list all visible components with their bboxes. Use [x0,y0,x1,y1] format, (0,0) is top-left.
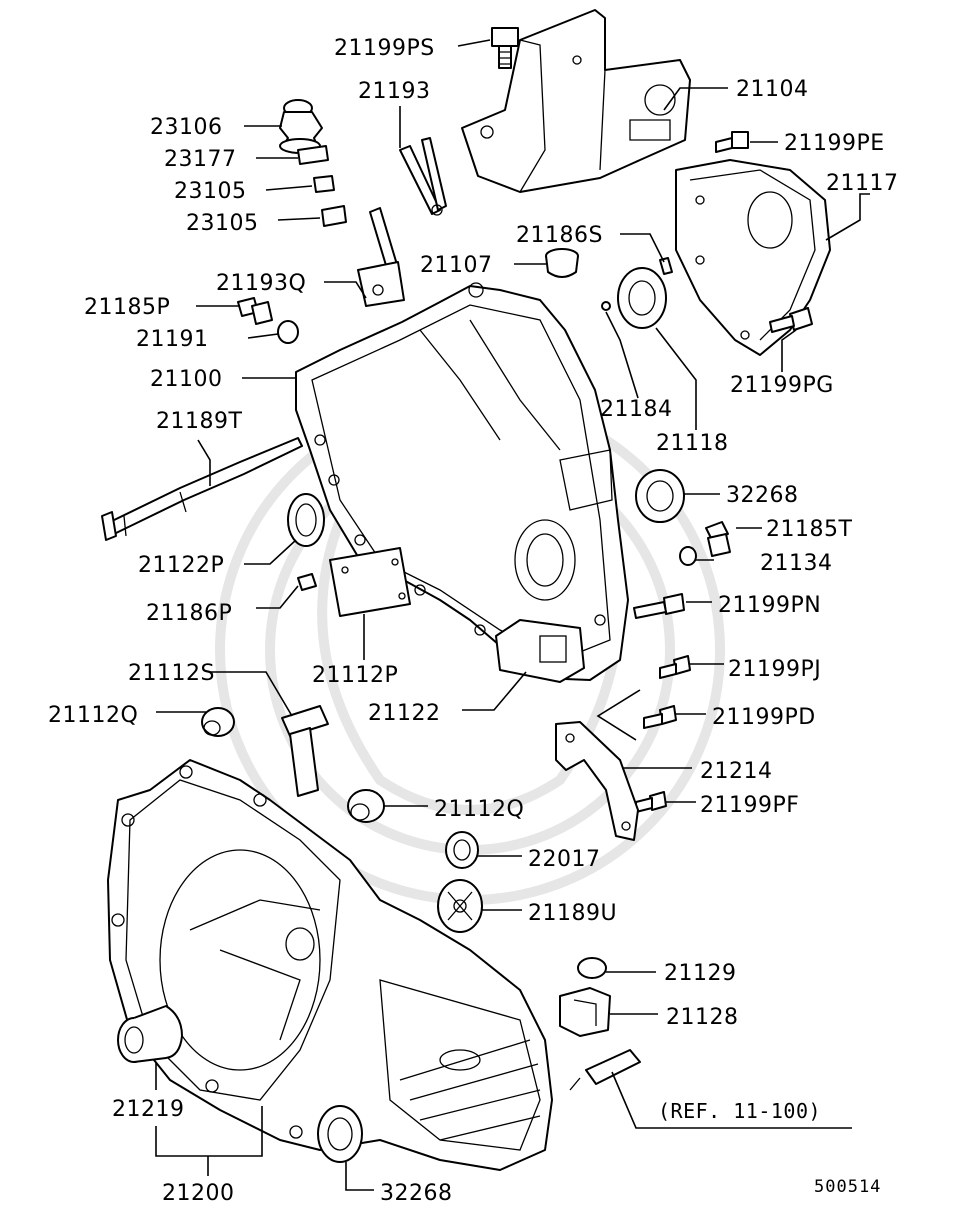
tube-21112S-icon [281,705,329,797]
label-32268-lower: 32268 [380,1181,453,1206]
bracket-21214-icon [555,721,639,841]
bolt-21199PN-icon [633,593,685,619]
seal-21112Q-lower-icon [347,789,385,823]
bolt-21199PG-icon [769,307,813,333]
diagram-number: 500514 [814,1177,881,1197]
cap-21189U-icon [437,879,483,933]
label-21199PF: 21199PF [700,793,799,818]
clip-21128-icon [559,987,611,1037]
pin-21186P-icon [297,573,317,591]
plug-21185P-icon [237,297,273,325]
label-21122: 21122 [368,701,441,726]
label-21200: 21200 [162,1181,235,1206]
plate-21189T-icon [101,437,303,541]
plate-21112P-icon [329,547,411,617]
plug-21185T-icon [705,521,731,557]
label-21189T: 21189T [156,409,242,434]
label-21189U: 21189U [528,901,617,926]
label-21185P: 21185P [84,295,170,320]
gasket-21134-icon [679,546,697,566]
label-22017: 22017 [528,847,601,872]
label-21199PG: 21199PG [730,373,834,398]
cap-21129-icon [577,957,607,979]
label-21185T: 21185T [766,517,852,542]
label-21193: 21193 [358,79,431,104]
label-21199PE: 21199PE [784,131,885,156]
seal-32268-upper-icon [635,469,685,523]
label-21128: 21128 [666,1005,739,1030]
bolt-21199PS-icon [491,27,519,69]
label-tag-icon [569,1049,641,1091]
boot-23106-icon [279,99,323,154]
label-21117: 21117 [826,171,899,196]
label-21112P: 21112P [312,663,398,688]
seal-21112Q-upper-icon [201,707,235,737]
label-21112Q-lower: 21112Q [434,797,524,822]
bushing-23105-lower-icon [321,205,347,227]
reference-note: (REF. 11-100) [658,1099,821,1123]
label-21199PD: 21199PD [712,705,816,730]
label-21112S: 21112S [128,661,215,686]
lever-21193-icon [399,137,447,216]
label-23105-upper: 23105 [174,179,247,204]
label-21214: 21214 [700,759,773,784]
label-21134: 21134 [760,551,833,576]
label-21104: 21104 [736,77,809,102]
label-21193Q: 21193Q [216,271,306,296]
label-21100: 21100 [150,367,223,392]
pin-21184-icon [601,301,611,311]
bushing-23105-upper-icon [313,175,335,193]
label-21186P: 21186P [146,601,232,626]
bracket-21104-icon [461,9,691,193]
bolt-21199PJ-icon [659,655,691,679]
leader-lines [155,39,870,1191]
bushing-23177-icon [297,145,329,165]
cover-21117-icon [675,159,831,356]
label-21118: 21118 [656,431,729,456]
seal-21118-icon [617,267,667,329]
cover-21122-icon [495,619,585,683]
label-21184: 21184 [600,397,673,422]
seal-32268-lower-icon [317,1105,363,1163]
plate-21193Q-icon [357,207,405,307]
label-23106: 23106 [150,115,223,140]
label-21129: 21129 [664,961,737,986]
seal-21122P-icon [287,493,325,547]
label-21219: 21219 [112,1097,185,1122]
label-32268-upper: 32268 [726,483,799,508]
label-23105-lower: 23105 [186,211,259,236]
label-21186S: 21186S [516,223,603,248]
pin-21186S-icon [659,257,673,275]
label-21112Q-upper: 21112Q [48,703,138,728]
label-21199PJ: 21199PJ [728,657,821,682]
plug-21107-icon [545,248,579,278]
label-21122P: 21122P [138,553,224,578]
gasket-21191-icon [277,320,299,344]
sleeve-21219-icon [117,1005,183,1063]
label-21199PN: 21199PN [718,593,821,618]
transmission-case-21100-icon [295,282,629,681]
seal-22017-icon [445,831,479,869]
label-21107: 21107 [420,253,493,278]
label-21191: 21191 [136,327,209,352]
label-23177: 23177 [164,147,237,172]
bolt-21199PE-icon [715,131,749,153]
label-21199PS: 21199PS [334,36,435,61]
bolt-21199PD-icon [643,705,677,729]
